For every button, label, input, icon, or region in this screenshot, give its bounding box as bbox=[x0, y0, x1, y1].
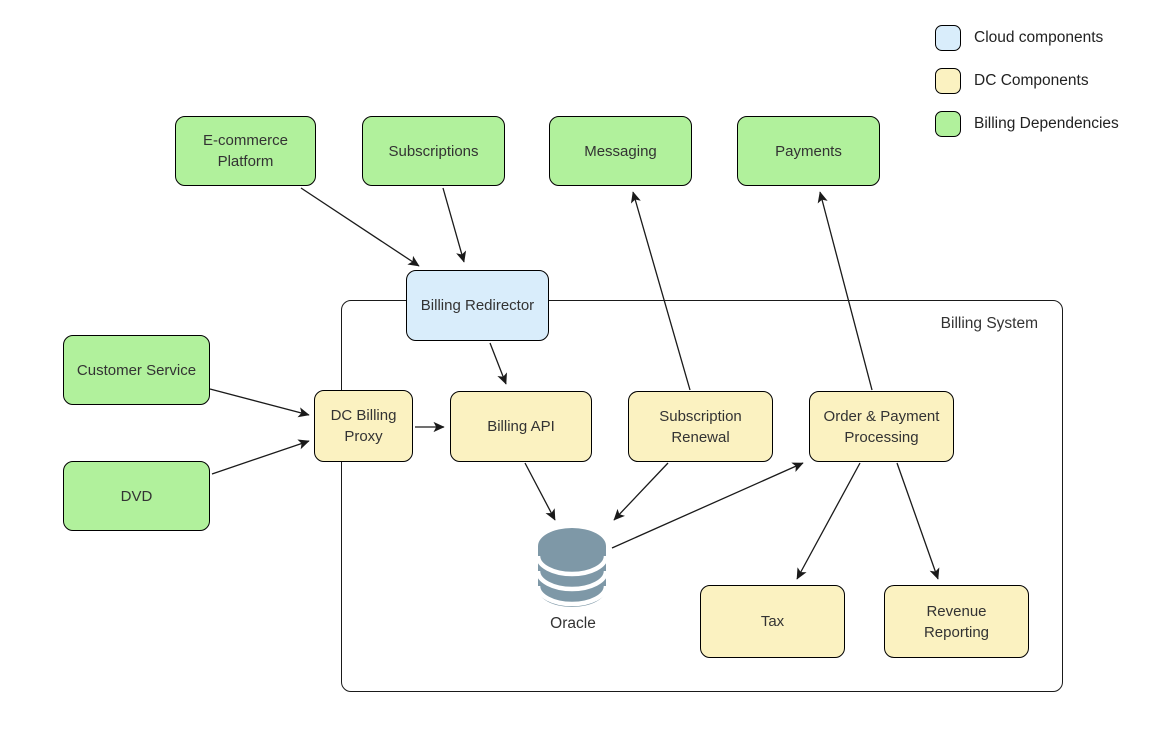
node-label: Customer Service bbox=[76, 361, 197, 379]
legend-swatch-dc bbox=[935, 68, 961, 94]
node-subscriptions: Subscriptions bbox=[362, 116, 505, 186]
legend-label: Billing Dependencies bbox=[974, 115, 1119, 132]
node-label: Billing API bbox=[487, 418, 555, 435]
node-revenue-reporting: Revenue Reporting bbox=[884, 585, 1029, 658]
oracle-database-label: Oracle bbox=[550, 615, 596, 632]
node-billing-redirector: Billing Redirector bbox=[406, 270, 549, 341]
billing-system-label: Billing System bbox=[940, 315, 1038, 332]
legend: Cloud components DC Components Billing D… bbox=[935, 25, 1119, 154]
node-dvd: DVD bbox=[63, 461, 210, 531]
node-label: DVD bbox=[120, 487, 153, 505]
node-label: Payments bbox=[775, 142, 842, 160]
node-label: Revenue Reporting bbox=[923, 602, 990, 641]
node-subscription-renewal: Subscription Renewal bbox=[628, 391, 773, 462]
node-tax: Tax bbox=[700, 585, 845, 658]
edge-ecommerce-to-billing-redirector bbox=[300, 187, 420, 267]
edge-subscriptions-to-billing-redirector bbox=[442, 187, 467, 263]
legend-item-cloud: Cloud components bbox=[935, 25, 1119, 51]
node-dc-billing-proxy: DC Billing Proxy bbox=[314, 390, 413, 462]
node-label: E-commerce Platform bbox=[202, 132, 288, 170]
node-label: Order & Payment Processing bbox=[823, 407, 940, 446]
node-billing-api: Billing API bbox=[450, 391, 592, 462]
node-payments: Payments bbox=[737, 116, 880, 186]
legend-swatch-dependencies bbox=[935, 111, 961, 137]
edge-dvd-to-dc-billing-proxy bbox=[211, 439, 310, 475]
node-label: Billing Redirector bbox=[420, 297, 535, 314]
node-messaging: Messaging bbox=[549, 116, 692, 186]
node-ecommerce-platform: E-commerce Platform bbox=[175, 116, 316, 186]
legend-item-dc: DC Components bbox=[935, 68, 1119, 94]
node-label: Subscriptions bbox=[388, 142, 479, 160]
node-label: DC Billing Proxy bbox=[330, 407, 397, 445]
node-label: Messaging bbox=[584, 142, 657, 160]
node-label: Tax bbox=[760, 613, 785, 630]
billing-system-container: Billing System bbox=[341, 300, 1063, 692]
legend-item-dependencies: Billing Dependencies bbox=[935, 111, 1119, 137]
legend-label: Cloud components bbox=[974, 29, 1104, 46]
node-order-payment-processing: Order & Payment Processing bbox=[809, 391, 954, 462]
legend-swatch-cloud bbox=[935, 25, 961, 51]
edge-customer-service-to-dc-billing-proxy bbox=[209, 388, 310, 418]
node-customer-service: Customer Service bbox=[63, 335, 210, 405]
legend-label: DC Components bbox=[974, 72, 1089, 89]
node-label: Subscription Renewal bbox=[659, 407, 742, 446]
